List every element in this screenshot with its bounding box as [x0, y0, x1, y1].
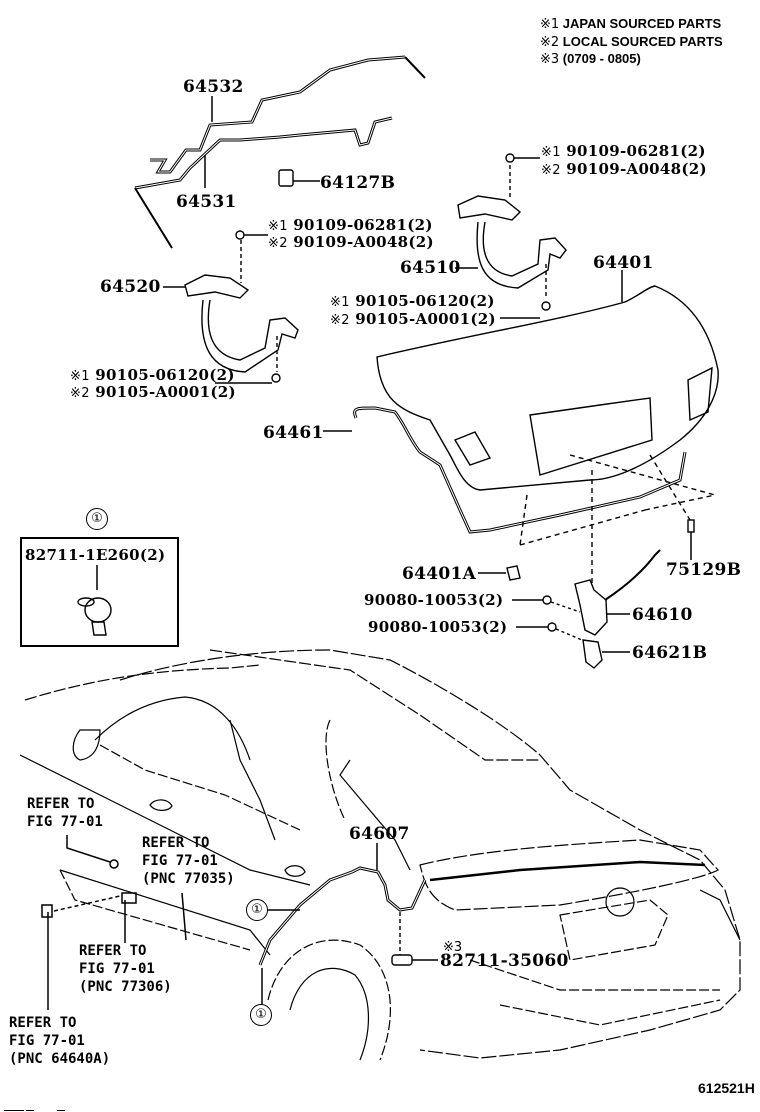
legend-item-japan: ※1 JAPAN SOURCED PARTS — [540, 15, 721, 33]
local-mark: ※2 — [541, 163, 561, 178]
bolt-label-local[interactable]: ※2 90109-A0048(2) — [268, 234, 434, 252]
reference-fig-77-01-pnc-77035[interactable]: REFER TO FIG 77-01 (PNC 77035) — [142, 835, 235, 887]
reference-fig-77-01-pnc-64640A[interactable]: REFER TO FIG 77-01 (PNC 64640A) — [9, 1015, 111, 1067]
harness-64607-drawing — [258, 843, 438, 1005]
trunk-lid-drawing — [376, 270, 719, 491]
part-label-64461[interactable]: 64461 — [263, 423, 324, 443]
assembly-guide-lines — [519, 454, 716, 585]
detail-callout-marker: ① — [86, 508, 108, 530]
part-label-64621B[interactable]: 64621B — [632, 643, 708, 663]
cushion-75129B-drawing — [687, 519, 695, 560]
part-label-64531[interactable]: 64531 — [176, 192, 237, 212]
bolt-part-number: 90109-06281(2) — [566, 142, 706, 160]
bolt-label-japan[interactable]: ※1 90105-06120(2) — [330, 293, 495, 311]
bolt-part-number: 90109-A0048(2) — [293, 233, 434, 251]
bolt-part-number: 90109-06281(2) — [293, 216, 433, 234]
legend-text: (0709 - 0805) — [562, 51, 641, 66]
legend-text: JAPAN SOURCED PARTS — [562, 16, 722, 31]
bolt-part-number: 90105-A0001(2) — [95, 383, 236, 401]
bumper-64401A-drawing — [478, 565, 521, 581]
part-label-64401A[interactable]: 64401A — [402, 564, 477, 584]
lock-bolts-drawing — [512, 595, 583, 641]
japan-mark: ※1 — [541, 145, 561, 160]
local-mark: ※2 — [268, 236, 288, 251]
footer-rule — [4, 1110, 24, 1111]
weatherstrip-64461-drawing — [323, 406, 687, 534]
japan-mark: ※1 — [268, 219, 288, 234]
torsion-bar-64532 — [150, 55, 426, 174]
bolt-part-number: 90105-06120(2) — [355, 292, 495, 310]
lock-64610-drawing — [574, 549, 661, 636]
bolt-part-number: 90105-A0001(2) — [355, 310, 496, 328]
part-label-64532[interactable]: 64532 — [183, 77, 244, 97]
japan-mark: ※1 — [70, 369, 90, 384]
bolt-part-number: 90105-06120(2) — [95, 366, 235, 384]
reference-leaders — [41, 835, 187, 1010]
torsion-bar-64531 — [134, 116, 393, 249]
legend-mark: ※1 — [540, 17, 560, 32]
part-label-64520[interactable]: 64520 — [100, 277, 161, 297]
footer-rule — [57, 1110, 65, 1111]
legend-item-period: ※3 (0709 - 0805) — [540, 50, 641, 68]
local-mark: ※2 — [330, 313, 350, 328]
bolt-label-local[interactable]: ※2 90105-A0001(2) — [70, 384, 236, 402]
part-label-82711-1E260[interactable]: 82711-1E260(2) — [25, 546, 166, 564]
striker-64621B-drawing — [582, 639, 630, 669]
bolt-part-number: 90109-A0048(2) — [566, 160, 707, 178]
legend-mark: ※3 — [540, 52, 560, 67]
legend-mark: ※2 — [540, 35, 560, 50]
part-label-64610[interactable]: 64610 — [632, 605, 693, 625]
clip-callout-marker: ① — [246, 899, 268, 921]
japan-mark: ※1 — [330, 295, 350, 310]
part-label-64607[interactable]: 64607 — [349, 824, 410, 844]
part-label-64401[interactable]: 64401 — [593, 253, 654, 273]
diagram-id: 612521H — [698, 1080, 755, 1096]
part-label-64127B[interactable]: 64127B — [320, 173, 396, 193]
legend-item-local: ※2 LOCAL SOURCED PARTS — [540, 33, 723, 51]
bolt-label-japan[interactable]: ※1 90109-06281(2) — [541, 143, 706, 161]
part-label-64510[interactable]: 64510 — [400, 258, 461, 278]
car-body-drawing — [19, 649, 741, 1061]
part-label-82711-35060[interactable]: 82711-35060 — [440, 951, 569, 971]
reference-fig-77-01-pnc-77306[interactable]: REFER TO FIG 77-01 (PNC 77306) — [79, 943, 172, 995]
period-mark: ※3 — [443, 940, 463, 955]
detail-clip-drawing — [77, 565, 112, 636]
legend-text: LOCAL SOURCED PARTS — [562, 34, 723, 49]
local-mark: ※2 — [70, 386, 90, 401]
reference-fig-77-01[interactable]: REFER TO FIG 77-01 — [27, 796, 103, 830]
bolt-label-lock-1[interactable]: 90080-10053(2) — [364, 591, 504, 609]
period-note-mark: ※3 — [443, 938, 462, 956]
bolt-label-local[interactable]: ※2 90105-A0001(2) — [330, 311, 496, 329]
bolt-label-japan[interactable]: ※1 90109-06281(2) — [268, 217, 433, 235]
clip-64127B-drawing — [278, 169, 320, 187]
part-label-75129B[interactable]: 75129B — [666, 560, 742, 580]
bolt-label-lock-2[interactable]: 90080-10053(2) — [368, 618, 508, 636]
footer-rule — [26, 1110, 34, 1111]
clip-callout-marker: ① — [250, 1004, 272, 1026]
bolt-label-japan[interactable]: ※1 90105-06120(2) — [70, 367, 235, 385]
detail-box: 82711-1E260(2) — [20, 537, 179, 647]
bolt-label-local[interactable]: ※2 90109-A0048(2) — [541, 161, 707, 179]
hinge-64520-drawing — [163, 230, 299, 383]
hinge-64510-drawing — [215, 153, 567, 384]
